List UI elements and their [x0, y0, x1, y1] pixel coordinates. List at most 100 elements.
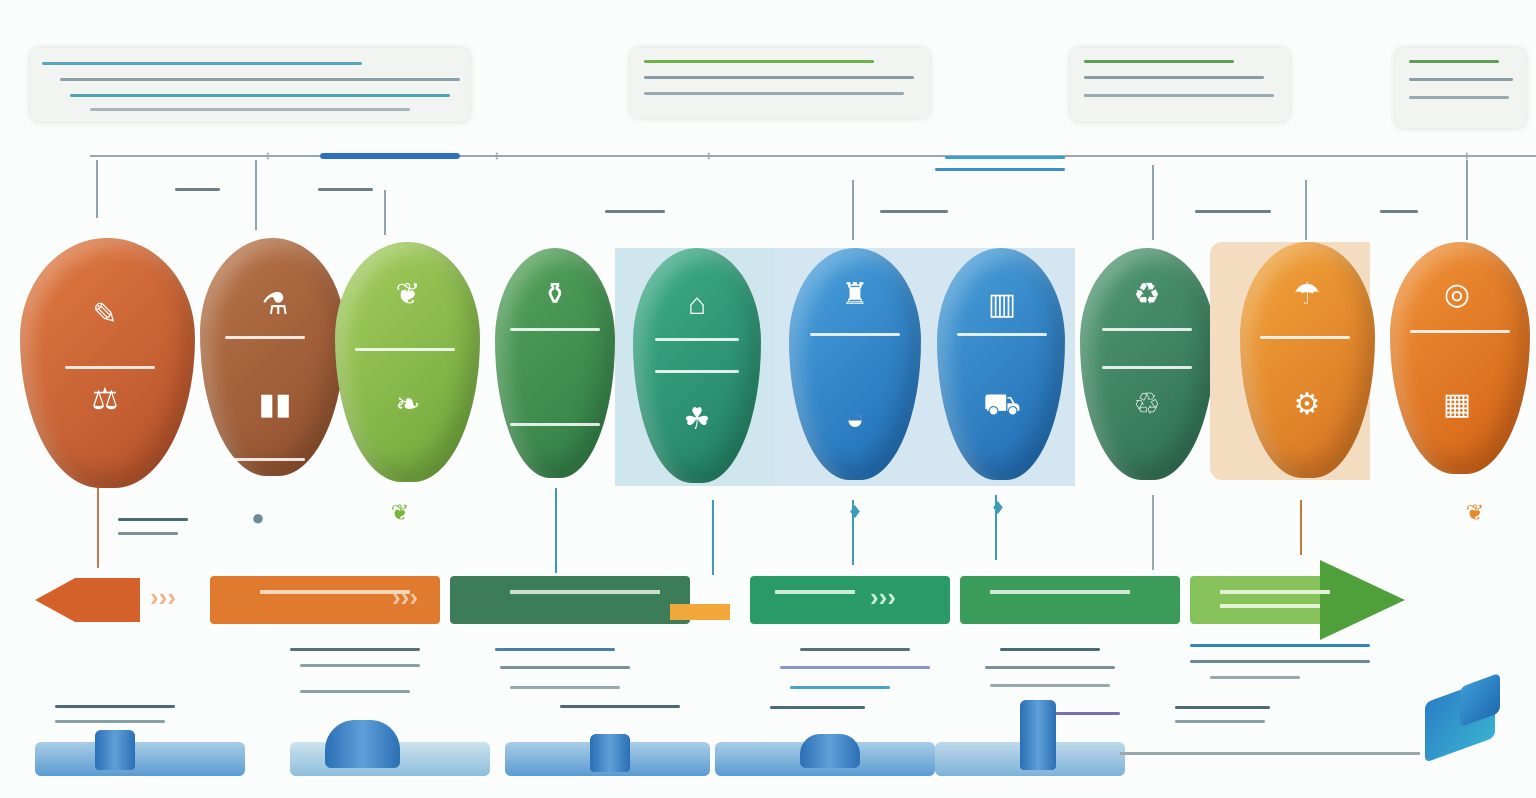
stage-green-light: ❦ ❧ ⚱	[335, 238, 625, 488]
drop-label	[118, 532, 178, 535]
callout-line	[1409, 96, 1509, 99]
callout-line	[60, 78, 460, 81]
sprout-icon: ❧	[395, 388, 421, 421]
stem-label	[1195, 210, 1271, 213]
callout-line	[644, 76, 914, 79]
timeline-tick: ↕	[494, 148, 500, 162]
handshake-icon: ♲	[1133, 388, 1161, 421]
basket-icon: ▦	[1442, 388, 1472, 421]
center-label-mark	[935, 152, 1065, 176]
callout-line	[644, 60, 874, 63]
note-line	[1190, 660, 1370, 663]
base-platform	[35, 742, 245, 776]
chart-icon: ▮▮	[258, 388, 292, 421]
arrow-label	[990, 590, 1130, 594]
document-icon: ✎	[92, 298, 118, 331]
tank-icon	[800, 734, 860, 768]
drop-stem	[852, 500, 854, 565]
stage-10-lobe	[1390, 242, 1530, 474]
balance-icon: ⚖	[91, 383, 119, 416]
leaf-icon: ❦	[395, 278, 421, 311]
bowl-icon: ◒	[845, 403, 865, 436]
stage-line	[1260, 336, 1350, 339]
timeline-axis	[90, 155, 1536, 157]
connector-stem	[255, 160, 257, 230]
drop-icon: ●	[251, 505, 265, 530]
note-line	[1210, 676, 1300, 679]
globe-icon: ◎	[1443, 278, 1471, 311]
label-line	[945, 156, 1065, 159]
stage-2-lobe	[200, 238, 345, 476]
arrow-band	[35, 560, 1405, 640]
stage-6-lobe	[789, 248, 921, 480]
timeline-tick: ↕	[1464, 148, 1470, 162]
tank-icon	[1020, 700, 1056, 770]
arrow-stub	[670, 604, 730, 620]
leaf-icon: ❦	[1465, 500, 1485, 525]
drop-stem	[1300, 500, 1302, 555]
note-line	[290, 648, 420, 651]
stage-line	[510, 328, 600, 331]
arrow-label	[510, 590, 660, 594]
stage-orange-right: ☂ ⚙ ◎ ▦	[1210, 238, 1536, 488]
droplet-icon: ♦	[849, 498, 861, 523]
note-line	[800, 648, 910, 651]
stage-line	[510, 423, 600, 426]
arrow-segment-light-green	[1190, 576, 1340, 624]
callout-line	[1084, 94, 1274, 97]
stage-9-lobe	[1240, 242, 1375, 478]
arrow-segment-teal	[750, 576, 950, 624]
stage-5-lobe	[633, 248, 761, 483]
stage-line	[957, 333, 1047, 336]
base-label	[1175, 706, 1270, 709]
stage-line	[225, 458, 305, 461]
chevron-icon: ›››	[870, 582, 896, 612]
stage-3-lobe	[335, 242, 480, 482]
droplet-icon: ♦	[992, 494, 1004, 519]
drop-stem	[1152, 495, 1154, 570]
stage-7-lobe	[937, 248, 1065, 480]
drop-stem	[995, 495, 997, 560]
stem-label	[1380, 210, 1418, 213]
factory-icon: ⌂	[687, 288, 707, 321]
callout-line	[644, 92, 904, 95]
note-line	[990, 684, 1110, 687]
callout-line	[1409, 78, 1513, 81]
recycle-icon: ♻	[1133, 278, 1161, 311]
note-line	[985, 666, 1115, 669]
stage-line	[1102, 366, 1192, 369]
arrow-label	[775, 590, 855, 594]
stage-line	[355, 348, 455, 351]
drop-stem	[712, 500, 714, 575]
stage-8-lobe	[1080, 248, 1215, 480]
note-line	[780, 666, 930, 669]
building-icon: ▥	[987, 288, 1017, 321]
gear-icon: ⚙	[1293, 388, 1321, 421]
water-tower-icon: ♜	[841, 278, 869, 311]
stage-line	[65, 366, 155, 369]
note-line	[510, 686, 620, 689]
stem-label	[880, 210, 948, 213]
drop-label	[118, 518, 188, 521]
connector-stem	[1152, 165, 1154, 240]
timeline-tick: ↕	[706, 148, 712, 162]
stage-line	[655, 338, 739, 341]
connector-stem	[1305, 180, 1307, 240]
note-line	[500, 666, 630, 669]
stage-green-dark: ♻ ♲	[1080, 238, 1220, 488]
connector-stem	[384, 190, 386, 235]
stage-line	[1410, 330, 1510, 333]
stem-label	[318, 188, 373, 191]
base-label	[560, 705, 680, 708]
tank-icon	[325, 720, 400, 768]
drop-stem	[555, 488, 557, 573]
callout-panel-2	[630, 48, 930, 118]
stage-4-lobe	[495, 248, 615, 478]
base-label	[1040, 712, 1120, 715]
stem-label	[175, 188, 220, 191]
arrow-label	[260, 590, 410, 594]
callout-line	[42, 62, 362, 65]
hand-leaf-icon: ☘	[683, 403, 711, 436]
callout-line	[1084, 60, 1234, 63]
drop-stem	[97, 488, 99, 568]
